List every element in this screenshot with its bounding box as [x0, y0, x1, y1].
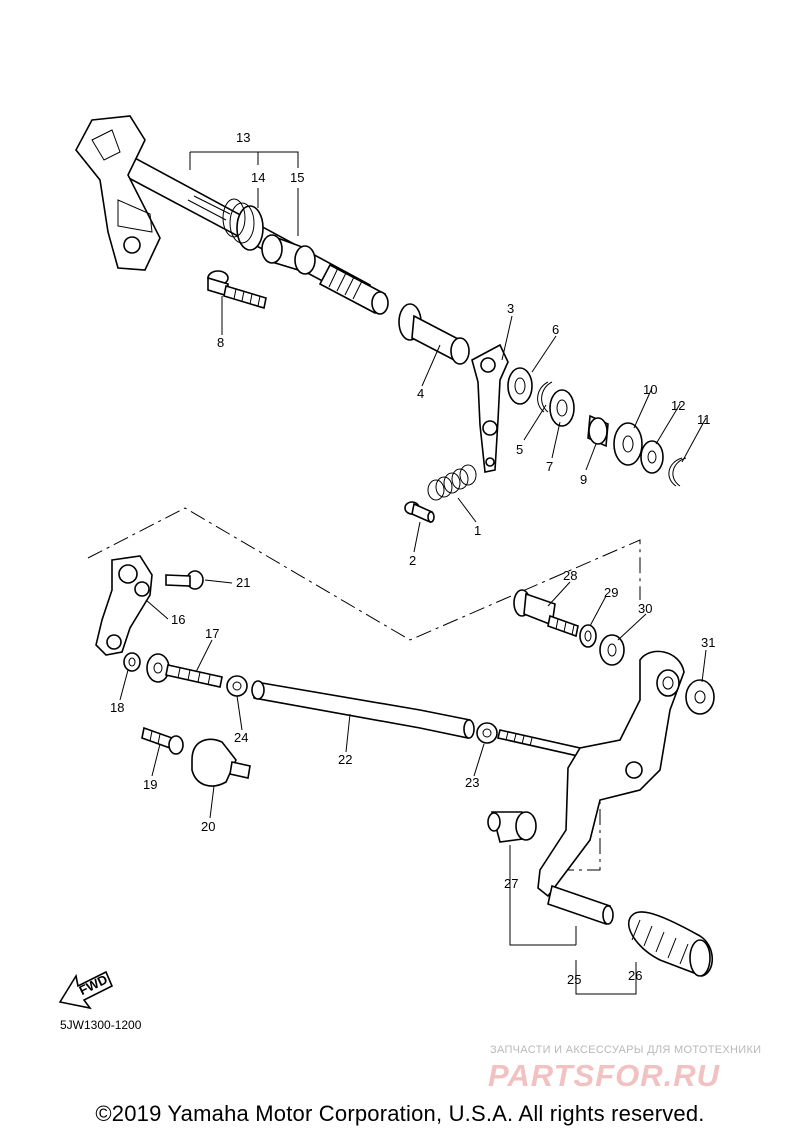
bolt-28: [513, 589, 579, 638]
shift-rod-22: [251, 680, 475, 739]
spring-1: [427, 464, 477, 501]
bearing-9: [587, 414, 609, 448]
callout-24: 24: [234, 730, 248, 745]
shift-shaft: [75, 115, 389, 315]
callout-1: 1: [474, 523, 481, 538]
callout-12: 12: [671, 398, 685, 413]
shift-arm-16: [95, 555, 153, 656]
circlip-5: [537, 381, 553, 413]
callout-4: 4: [417, 386, 424, 401]
circlip-11: [668, 457, 687, 487]
callout-15: 15: [290, 170, 304, 185]
washer-12: [640, 440, 664, 474]
callout-30: 30: [638, 601, 652, 616]
callout-27: 27: [504, 876, 518, 891]
callout-7: 7: [546, 459, 553, 474]
rod-end-20: [191, 738, 251, 787]
spring-14: [187, 195, 264, 251]
shift-pedal: [537, 650, 685, 898]
washer-7: [549, 389, 575, 427]
washer-6: [507, 367, 533, 405]
washer-29: [579, 624, 597, 648]
callout-2: 2: [409, 553, 416, 568]
stopper-lever-3: [471, 343, 509, 473]
assembly-boundary-2: [565, 780, 601, 871]
collar-27: [487, 811, 537, 843]
callout-21: 21: [236, 575, 250, 590]
callout-9: 9: [580, 472, 587, 487]
rod-end-17: [146, 653, 223, 688]
bolt-19: [141, 726, 184, 755]
callout-3: 3: [507, 301, 514, 316]
callout-11: 11: [697, 412, 711, 427]
fwd-arrow-icon: FWD: [58, 970, 114, 1010]
callout-5: 5: [516, 442, 523, 457]
callout-31: 31: [701, 635, 715, 650]
callout-17: 17: [205, 626, 219, 641]
callout-16: 16: [171, 612, 185, 627]
callout-18: 18: [110, 700, 124, 715]
washer-31: [685, 679, 715, 715]
callout-28: 28: [563, 568, 577, 583]
bolt-2: [404, 501, 435, 524]
callout-19: 19: [143, 777, 157, 792]
bolt-21: [165, 570, 204, 590]
callout-20: 20: [201, 819, 215, 834]
watermark-logo: PARTSFOR.RU: [488, 1058, 721, 1093]
bolt-8: [207, 270, 267, 310]
callout-22: 22: [338, 752, 352, 767]
callout-10: 10: [643, 382, 657, 397]
collar-15: [261, 234, 316, 275]
threaded-rod: [497, 729, 581, 757]
callout-23: 23: [465, 775, 479, 790]
washer-18: [123, 652, 141, 672]
callout-labels: 13 14 15 8 4 3 6 5 7 9 10 12 11 1 2 21 1…: [110, 130, 715, 987]
diagram-code: 5JW1300-1200: [60, 1018, 142, 1032]
callout-29: 29: [604, 585, 618, 600]
washer-10: [613, 422, 643, 466]
callout-14: 14: [251, 170, 265, 185]
callout-25: 25: [567, 972, 581, 987]
watermark-caption: ЗАПЧАСТИ И АКСЕССУАРЫ ДЛЯ МОТОТЕХНИКИ: [490, 1044, 762, 1056]
callout-6: 6: [552, 322, 559, 337]
nut-24: [226, 675, 248, 697]
washer-30: [599, 634, 625, 666]
bushing-4: [398, 303, 470, 365]
foot-peg-26: [627, 911, 714, 977]
peg-shaft-25: [547, 884, 614, 926]
nut-23: [476, 722, 498, 744]
copyright-notice: ©2019 Yamaha Motor Corporation, U.S.A. A…: [95, 1101, 705, 1126]
assembly-boundary: [87, 507, 641, 641]
callout-8: 8: [217, 335, 224, 350]
leader-lines: [119, 151, 707, 995]
callout-13: 13: [236, 130, 250, 145]
callout-26: 26: [628, 968, 642, 983]
